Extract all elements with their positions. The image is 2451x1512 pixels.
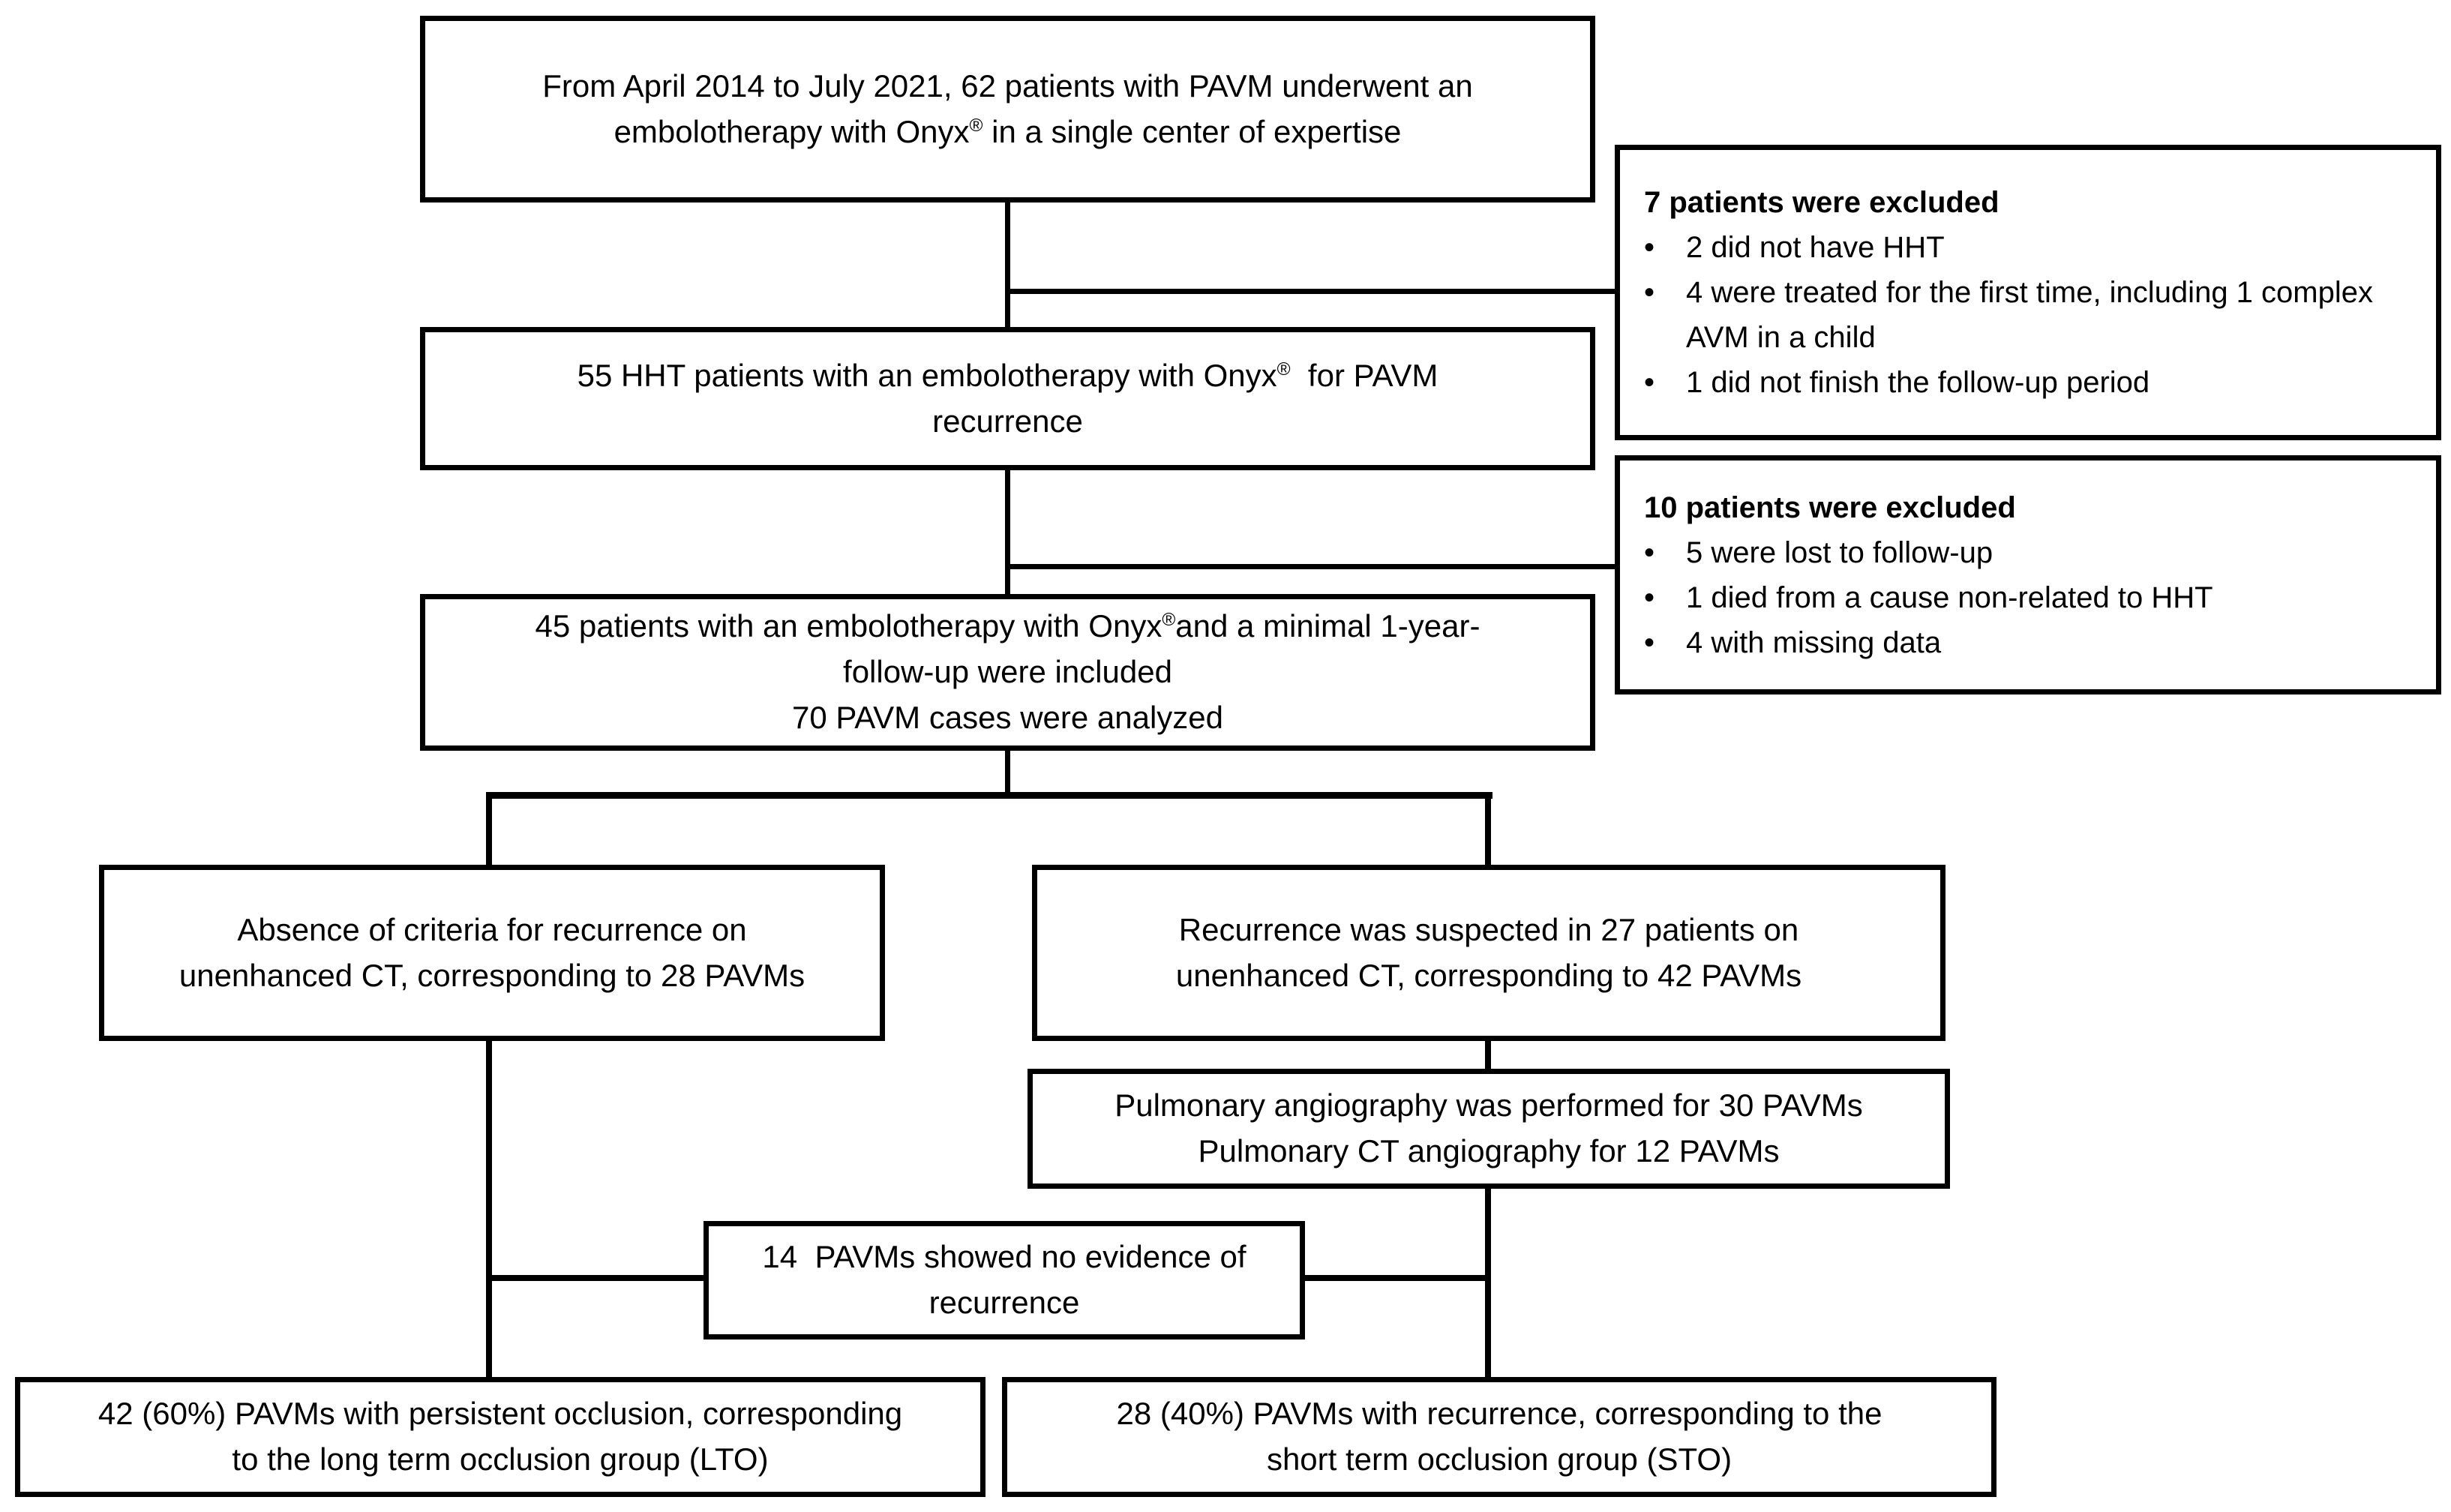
connector-branch-tbar (486, 792, 1492, 799)
exclusion-box-10-patients: 10 patients were excluded • 5 were lost … (1615, 455, 2441, 694)
connector-no-evidence-left (488, 1275, 706, 1281)
text-line: 55 HHT patients with an embolotherapy wi… (578, 353, 1438, 399)
connector-angiography-to-sto (1485, 1186, 1491, 1380)
text-segment: 45 patients with an embolotherapy with O… (535, 608, 1162, 644)
bullet-item: • 4 were treated for the first time, inc… (1644, 270, 2417, 360)
flow-box-no-criteria: Absence of criteria for recurrence on un… (99, 865, 885, 1041)
bullet-text: 5 were lost to follow-up (1686, 536, 1994, 569)
bullet-item: • 2 did not have HHT (1644, 225, 2417, 270)
connector-to-excluded7 (1007, 289, 1617, 294)
bullet-text: 2 did not have HHT (1686, 231, 1945, 264)
text-line: 28 (40%) PAVMs with recurrence, correspo… (1117, 1391, 1882, 1437)
bullet-icon: • (1644, 276, 1655, 309)
text-line: unenhanced CT, corresponding to 28 PAVMs (179, 953, 805, 999)
text-line: Absence of criteria for recurrence on (237, 908, 746, 953)
text-segment: to the long term occlusion group (LTO) (232, 1442, 769, 1477)
text-segment: Pulmonary angiography was performed for … (1114, 1088, 1863, 1124)
flow-box-angiography: Pulmonary angiography was performed for … (1028, 1069, 1950, 1189)
connector-enrollment-to-hht55 (1005, 199, 1010, 330)
text-segment: 28 (40%) PAVMs with recurrence, correspo… (1116, 1396, 1882, 1432)
exclusion-box-7-patients: 7 patients were excluded • 2 did not hav… (1615, 145, 2441, 440)
text-segment: recurrence (928, 1285, 1080, 1320)
connector-suspected-to-angiography (1485, 1039, 1491, 1072)
text-line: short term occlusion group (STO) (1267, 1437, 1732, 1483)
text-line: 45 patients with an embolotherapy with O… (536, 604, 1480, 650)
text-segment: 70 PAVM cases were analyzed (791, 699, 1224, 735)
text-line: Recurrence was suspected in 27 patients … (1179, 908, 1799, 953)
exclusion-header: 7 patients were excluded (1644, 186, 2000, 219)
connector-included45-down (1005, 748, 1010, 795)
text-segment: From April 2014 to July 2021, 62 patient… (542, 68, 1473, 104)
bullet-icon: • (1644, 626, 1655, 659)
flow-box-enrollment: From April 2014 to July 2021, 62 patient… (420, 16, 1595, 202)
text-line: recurrence (929, 1280, 1080, 1326)
bullet-text: 1 died from a cause non-related to HHT (1686, 580, 2213, 614)
connector-hht55-to-included45 (1005, 467, 1010, 597)
text-segment: unenhanced CT, corresponding to 28 PAVMs (178, 957, 806, 993)
text-line: follow-up were included (843, 650, 1172, 695)
text-segment: Recurrence was suspected in 27 patients … (1178, 911, 1799, 947)
text-segment: 14 PAVMs showed no evidence of (762, 1239, 1246, 1275)
bullet-text: 1 did not finish the follow-up period (1686, 366, 2150, 399)
text-line: to the long term occlusion group (LTO) (232, 1437, 768, 1483)
text-segment: and a minimal 1-year- (1175, 608, 1480, 644)
text-segment: unenhanced CT, corresponding to 42 PAVMs (1175, 957, 1802, 993)
connector-to-suspected-box (1485, 795, 1491, 868)
text-line: 42 (60%) PAVMs with persistent occlusion… (98, 1391, 902, 1437)
flow-box-no-evidence-14: 14 PAVMs showed no evidence of recurrenc… (704, 1221, 1305, 1340)
flow-box-included-45: 45 patients with an embolotherapy with O… (420, 594, 1595, 751)
bullet-icon: • (1644, 231, 1655, 264)
flow-box-lto-group: 42 (60%) PAVMs with persistent occlusion… (15, 1377, 986, 1497)
exclusion-header: 10 patients were excluded (1644, 490, 2016, 524)
text-line: Pulmonary angiography was performed for … (1114, 1083, 1863, 1129)
flow-box-hht-55: 55 HHT patients with an embolotherapy wi… (420, 327, 1595, 470)
text-line: 70 PAVM cases were analyzed (792, 695, 1223, 741)
text-line: Pulmonary CT angiography for 12 PAVMs (1198, 1129, 1779, 1174)
flow-box-sto-group: 28 (40%) PAVMs with recurrence, correspo… (1002, 1377, 1996, 1497)
connector-to-no-criteria-box (486, 795, 492, 868)
bullet-icon: • (1644, 536, 1655, 569)
registered-trademark-symbol: ® (1276, 358, 1291, 380)
text-segment: 55 HHT patients with an embolotherapy wi… (577, 357, 1277, 393)
bullet-icon: • (1644, 366, 1655, 399)
bullet-item: • 1 died from a cause non-related to HHT (1644, 575, 2417, 620)
text-segment: embolotherapy with Onyx (614, 113, 970, 149)
bullet-item: • 5 were lost to follow-up (1644, 530, 2417, 575)
text-segment: follow-up were included (843, 654, 1172, 690)
flow-box-suspected-recurrence: Recurrence was suspected in 27 patients … (1032, 865, 1946, 1041)
bullet-text: 4 were treated for the first time, inclu… (1686, 276, 2373, 354)
text-line: unenhanced CT, corresponding to 42 PAVMs (1176, 953, 1802, 999)
text-segment: 42 (60%) PAVMs with persistent occlusion… (98, 1396, 903, 1432)
text-segment: recurrence (932, 403, 1083, 439)
connector-no-criteria-to-lto (486, 1039, 492, 1380)
bullet-icon: • (1644, 580, 1655, 614)
text-line: embolotherapy with Onyx® in a single cen… (614, 110, 1402, 155)
text-segment: short term occlusion group (STO) (1266, 1442, 1732, 1477)
bullet-item: • 4 with missing data (1644, 620, 2417, 665)
text-line: recurrence (932, 399, 1083, 445)
text-segment: for PAVM (1290, 357, 1438, 393)
text-segment: in a single center of expertise (982, 113, 1402, 149)
connector-no-evidence-right (1302, 1275, 1488, 1281)
text-segment: Absence of criteria for recurrence on (237, 911, 747, 947)
text-line: From April 2014 to July 2021, 62 patient… (542, 64, 1472, 110)
text-segment: Pulmonary CT angiography for 12 PAVMs (1198, 1133, 1780, 1168)
text-line: 14 PAVMs showed no evidence of (762, 1234, 1246, 1280)
bullet-item: • 1 did not finish the follow-up period (1644, 360, 2417, 405)
bullet-text: 4 with missing data (1686, 626, 1942, 659)
registered-trademark-symbol: ® (969, 115, 983, 136)
connector-to-excluded10 (1007, 564, 1617, 569)
registered-trademark-symbol: ® (1162, 610, 1176, 631)
